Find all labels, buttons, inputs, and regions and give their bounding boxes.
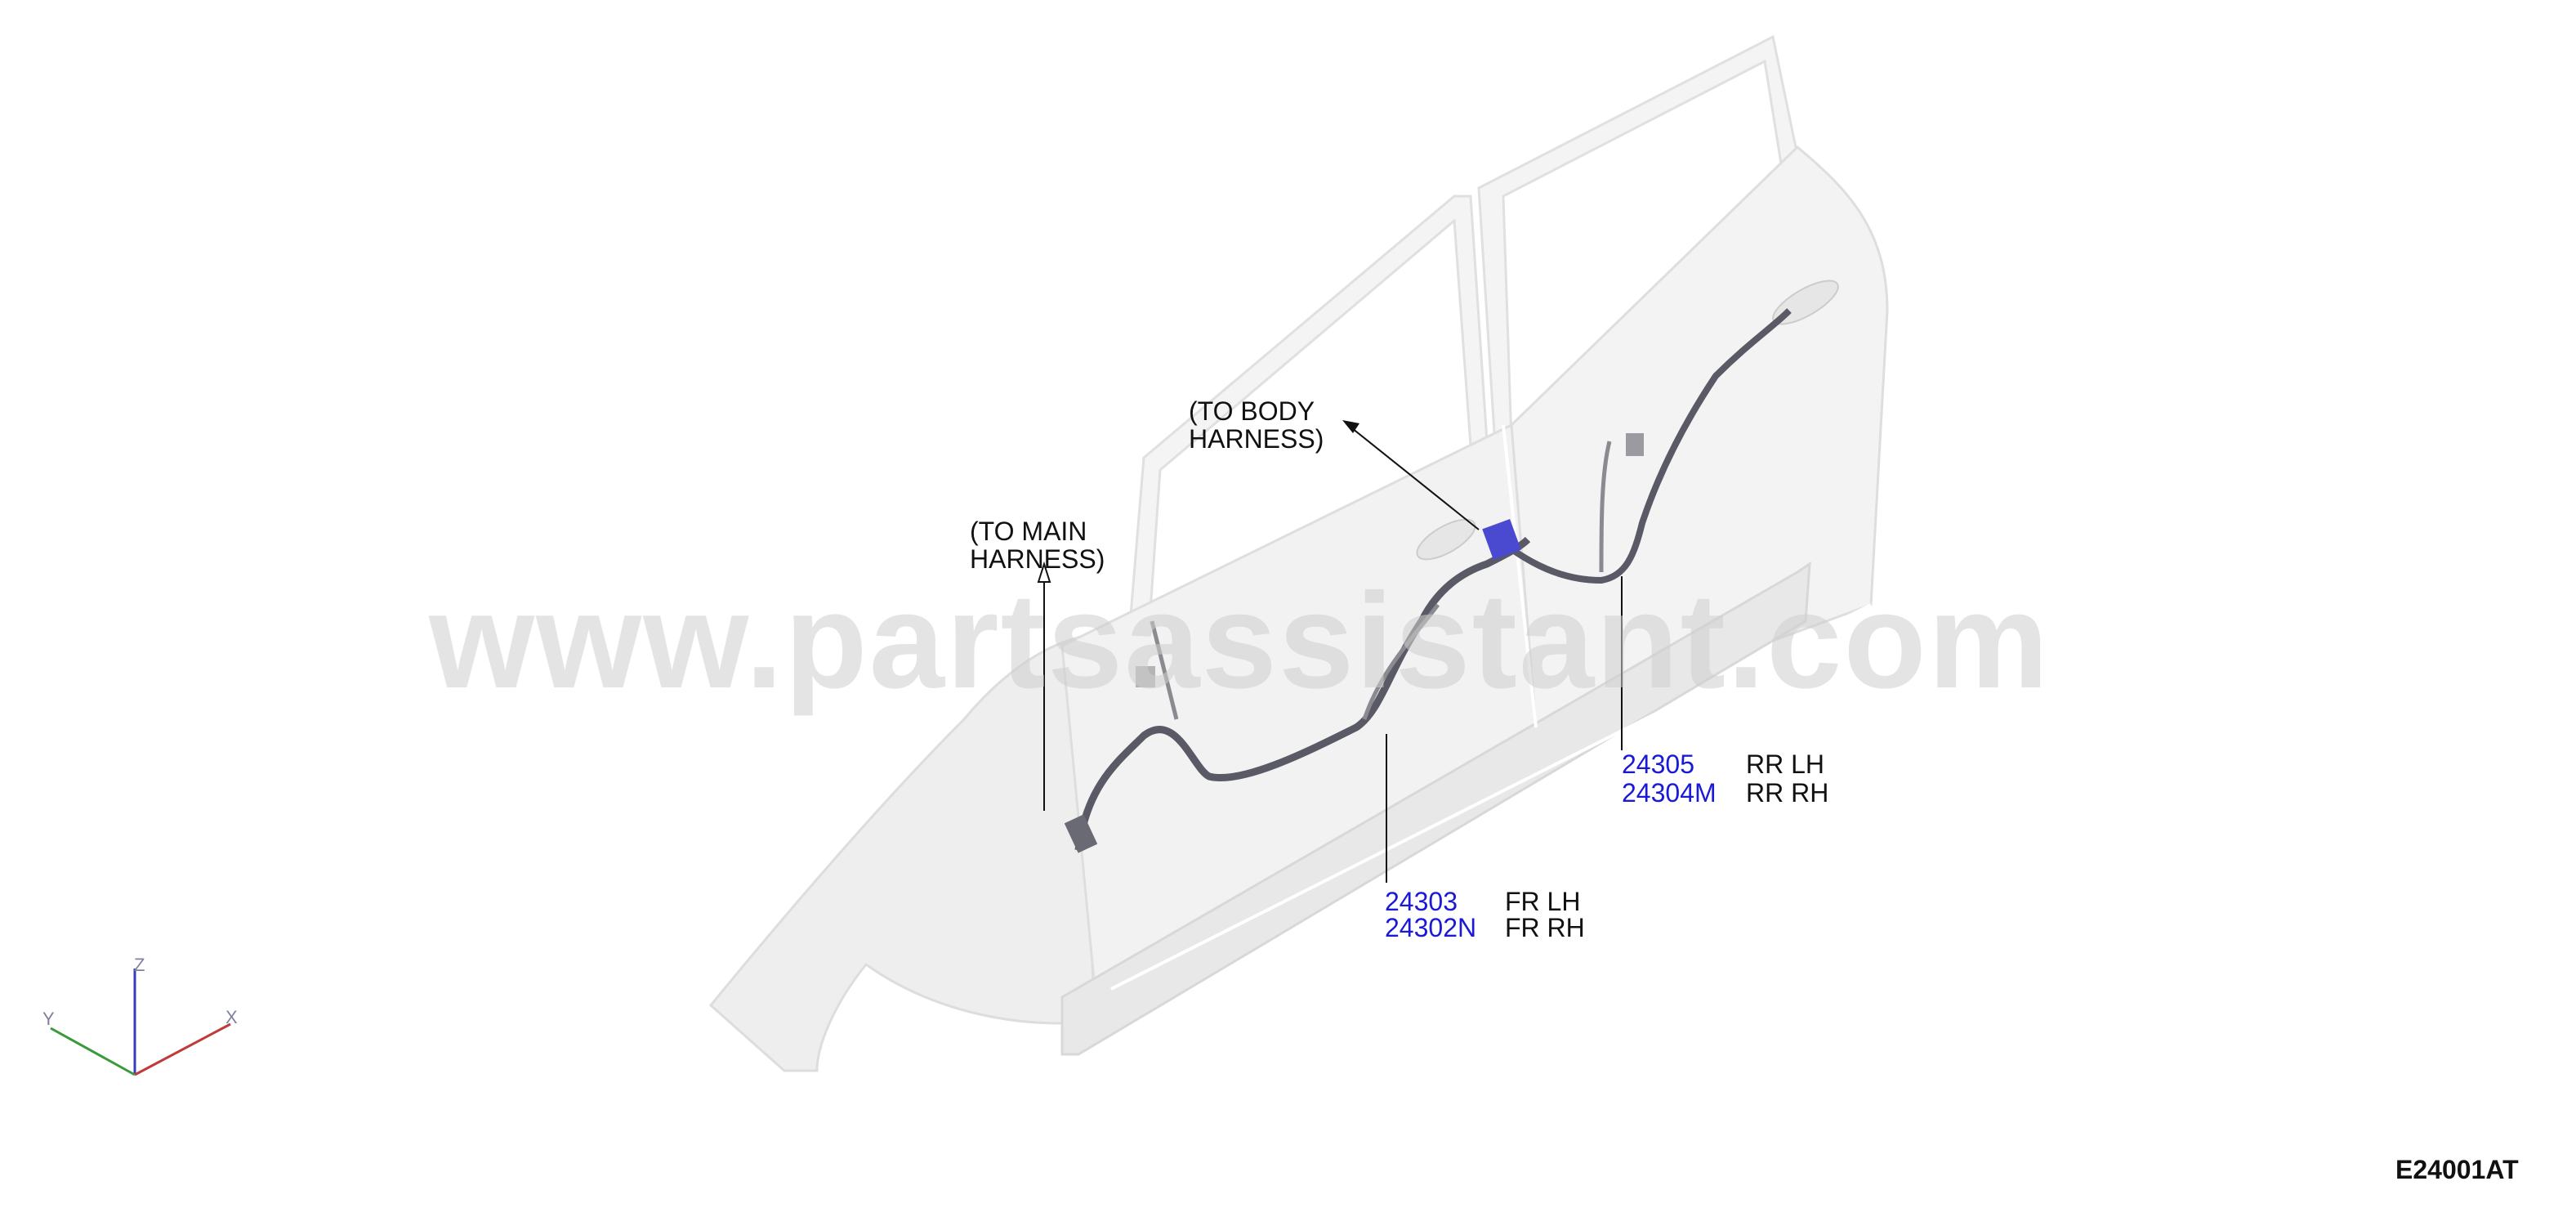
axis-x-label: X <box>225 1007 238 1027</box>
callout-line: (TO MAIN <box>970 517 1087 546</box>
door-seam-line <box>1502 424 1538 728</box>
callout-line: (TO BODY <box>1189 396 1315 426</box>
axis-y-label: Y <box>42 1009 55 1029</box>
front-door-connector <box>1136 666 1155 687</box>
figure-code: E24001AT <box>2395 1155 2519 1184</box>
leader-line-body-harness <box>1347 424 1480 530</box>
front-door-harness-branch <box>1362 603 1440 720</box>
part-number-24302n[interactable]: 24302N <box>1385 913 1477 942</box>
rear-door-connector <box>1482 519 1521 560</box>
axis-y-line <box>50 1027 136 1076</box>
arrowhead-main-harness <box>1037 561 1051 583</box>
part-number-24303[interactable]: 24303 <box>1385 887 1458 916</box>
part-number-24304m[interactable]: 24304M <box>1622 778 1717 808</box>
front-door-harness-branch <box>1150 620 1179 720</box>
part-number-24305[interactable]: 24305 <box>1622 749 1694 779</box>
callout-to-main-harness: (TO MAIN HARNESS) <box>970 517 1105 573</box>
watermark: www.partsassistant.com <box>429 566 2051 717</box>
axis-z-label: Z <box>134 955 145 975</box>
rocker-sill <box>1060 562 1811 1056</box>
part-position-rr-lh: RR LH <box>1746 749 1825 779</box>
part-position-fr-rh: FR RH <box>1505 913 1585 942</box>
callout-to-body-harness: (TO BODY HARNESS) <box>1189 397 1324 453</box>
front-door-handle <box>1416 518 1476 561</box>
axis-x-line <box>134 1022 231 1076</box>
front-door-wiring-harness <box>1074 536 1531 851</box>
callout-line: HARNESS) <box>1189 424 1324 454</box>
rear-door-harness-branch <box>1599 441 1612 573</box>
callout-line: HARNESS) <box>970 544 1105 574</box>
rear-door-connector <box>1626 433 1644 456</box>
rear-door-wiring-harness <box>1484 308 1792 584</box>
part-position-fr-lh: FR LH <box>1505 887 1581 916</box>
arrowhead-body-harness <box>1342 420 1359 433</box>
part-position-rr-rh: RR RH <box>1746 778 1829 808</box>
door-lower-edge <box>1110 603 1872 991</box>
front-door-connector <box>1064 814 1098 853</box>
